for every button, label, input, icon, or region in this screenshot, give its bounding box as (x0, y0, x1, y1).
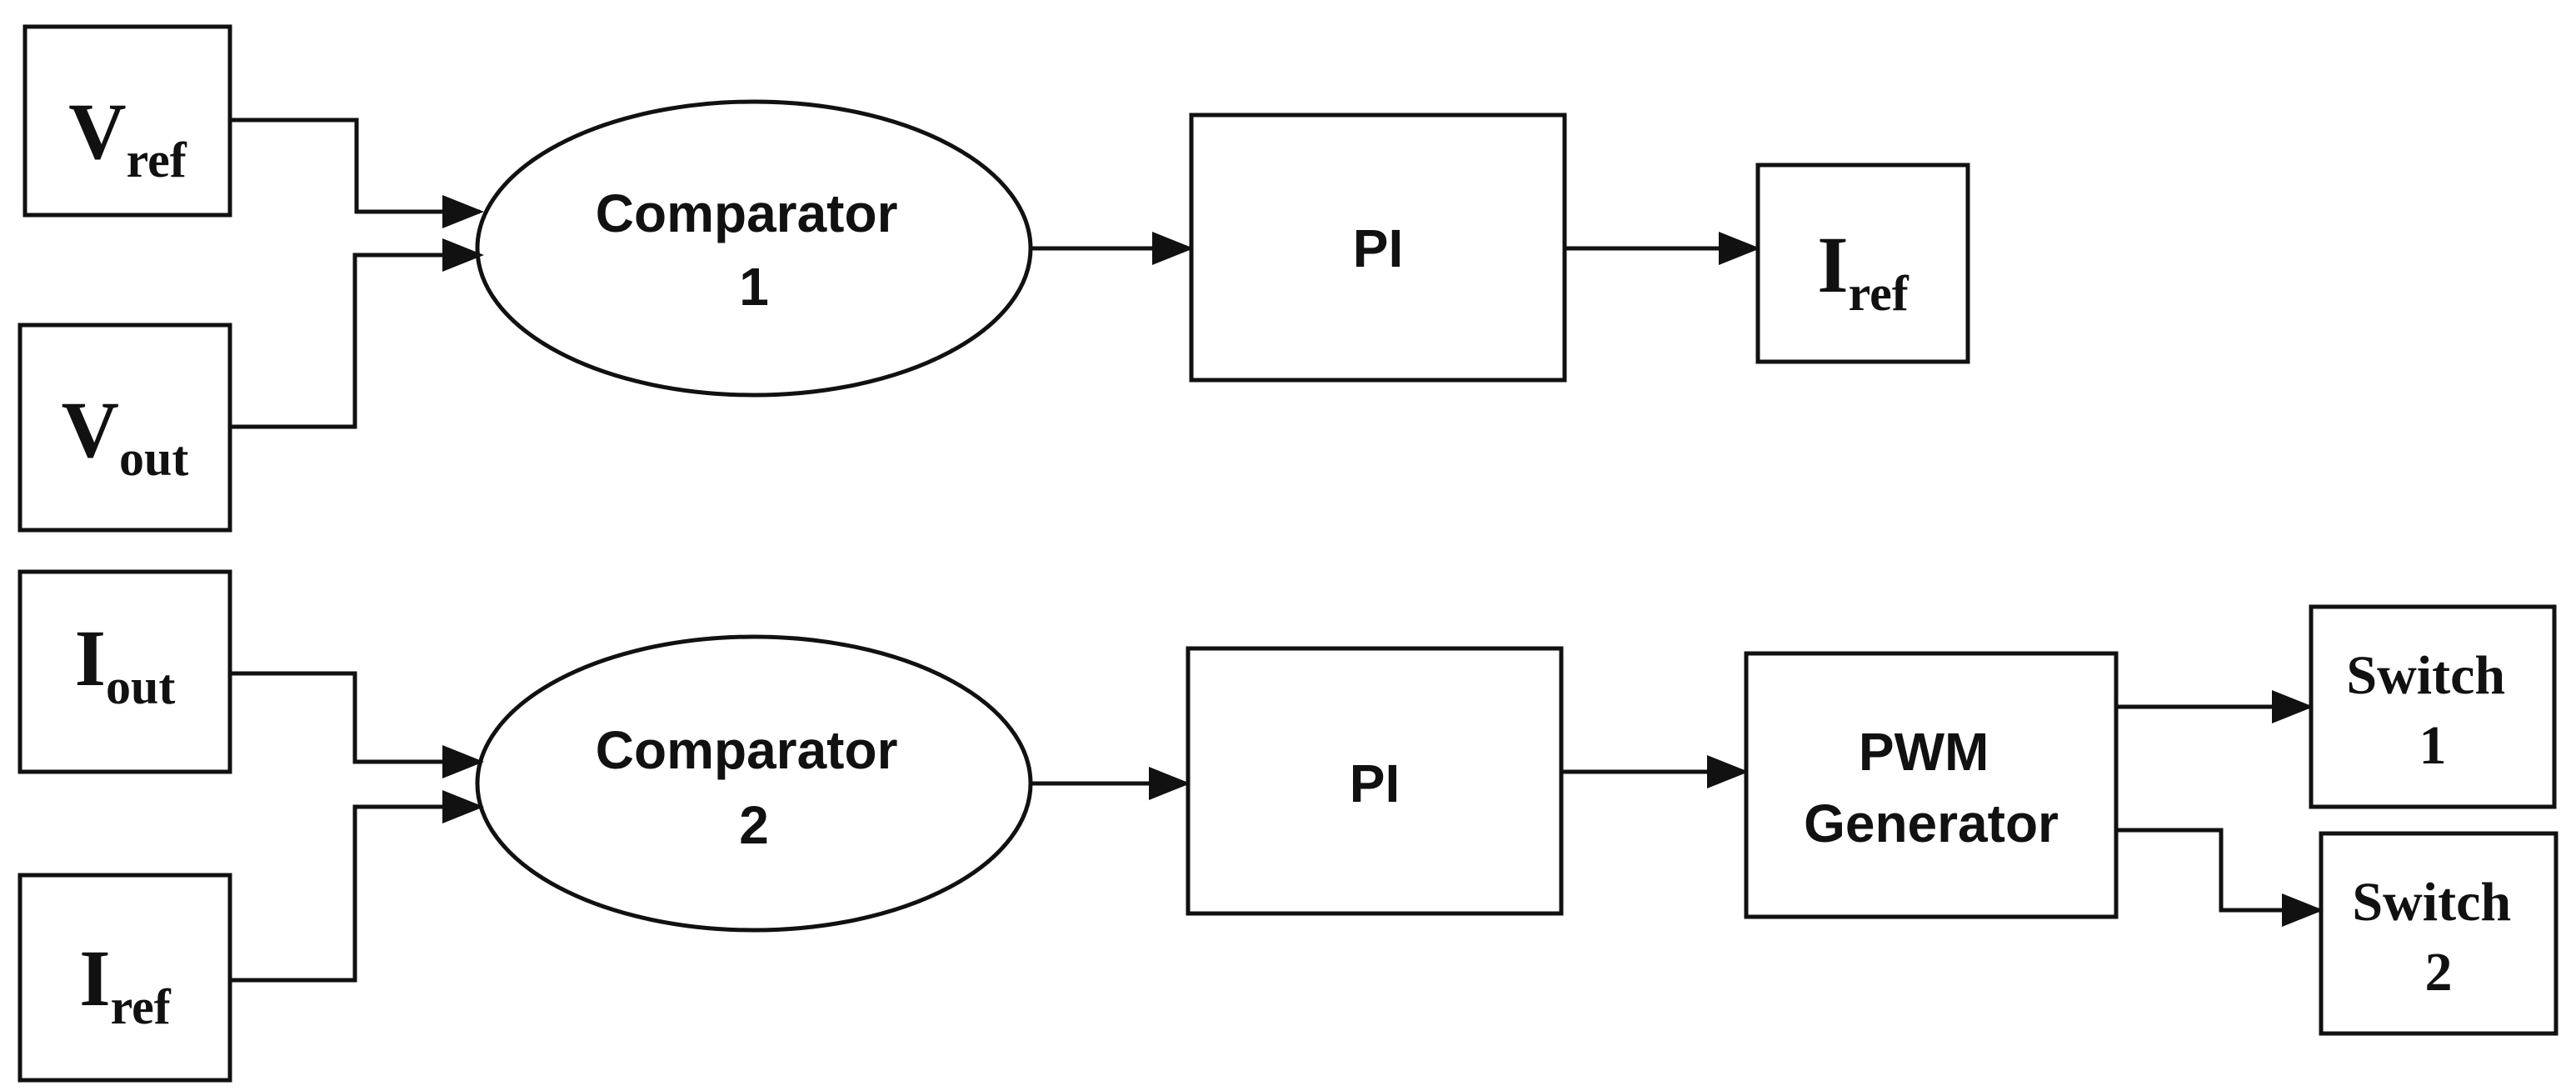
svg-text:Comparator 2: Comparator 2 (596, 720, 913, 855)
pwm-line2: Generator (1804, 793, 2059, 853)
comparator-1-line2: 1 (739, 257, 769, 317)
switch-2-block: Switch 2 (2319, 831, 2559, 1036)
iref-to-comparator-2-arrow (230, 790, 484, 983)
pi-block-2: PI (1186, 646, 1564, 916)
pwm-line1: PWM (1859, 722, 1989, 782)
svg-text:Switch 2: Switch 2 (2352, 872, 2524, 1003)
svg-text:Comparator 1: Comparator 1 (596, 183, 913, 317)
comparator-1-line1: Comparator (596, 183, 898, 243)
vref-main-label: V (68, 87, 126, 176)
svg-text:Iout: Iout (75, 613, 176, 714)
iref-input-block: Iref (17, 873, 232, 1083)
switch-1-line2: 1 (2419, 715, 2447, 776)
svg-text:Vout: Vout (62, 385, 189, 486)
iref-input-sub-label: ref (111, 979, 172, 1034)
vout-to-comparator-1-arrow (230, 238, 484, 429)
comparator-2: Comparator 2 (475, 634, 1033, 933)
pi-block-1-label: PI (1353, 218, 1403, 278)
switch-2-line1: Switch (2352, 872, 2511, 933)
svg-text:Vref: Vref (68, 87, 187, 188)
iout-sub-label: out (106, 659, 175, 714)
switch-1-line1: Switch (2346, 645, 2505, 706)
iout-block: Iout (17, 569, 232, 774)
vref-block: Vref (22, 24, 232, 218)
iref-output-sub-label: ref (1849, 266, 1910, 321)
svg-text:Switch 1: Switch 1 (2346, 645, 2519, 776)
svg-text:Iref: Iref (1817, 220, 1910, 321)
iout-to-comparator-2-arrow (230, 671, 484, 778)
vout-main-label: V (62, 385, 119, 474)
pwm-generator-block: PWM Generator (1744, 651, 2119, 919)
iref-output-main-label: I (1817, 220, 1848, 309)
switch-1-block: Switch 1 (2309, 604, 2557, 809)
vout-sub-label: out (119, 431, 188, 486)
pwm-to-switch-2-arrow (2116, 828, 2324, 927)
iref-input-main-label: I (79, 933, 110, 1023)
svg-text:Iref: Iref (79, 933, 172, 1034)
iout-main-label: I (75, 613, 106, 703)
pi-block-1: PI (1189, 113, 1567, 383)
iref-output-block: Iref (1755, 163, 1970, 364)
switch-2-line2: 2 (2425, 942, 2453, 1003)
vref-sub-label: ref (127, 133, 187, 188)
comparator-2-line1: Comparator (596, 720, 898, 780)
comparator-2-line2: 2 (739, 795, 769, 855)
svg-text:PWM Generator: PWM Generator (1804, 722, 2059, 853)
vout-block: Vout (17, 323, 232, 533)
comparator-1: Comparator 1 (475, 99, 1033, 398)
vref-to-comparator-1-arrow (230, 118, 484, 228)
pi-block-2-label: PI (1350, 753, 1400, 813)
